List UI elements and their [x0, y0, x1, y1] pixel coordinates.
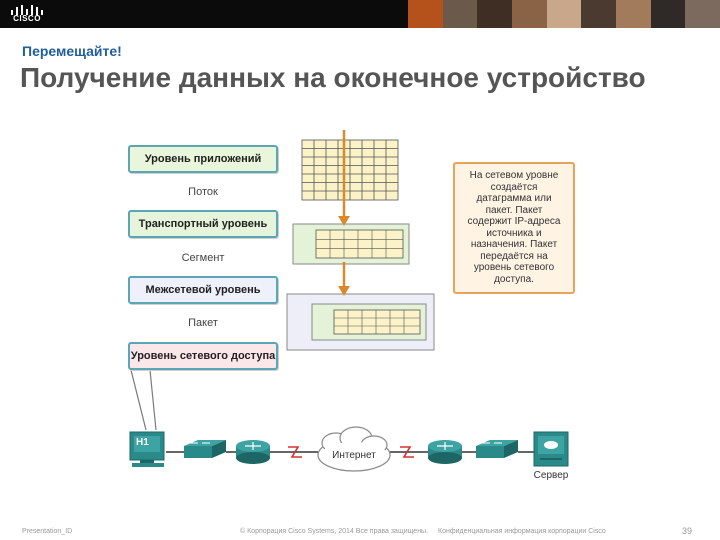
footer-confidential: Конфиденциальная информация корпорации C… [438, 528, 606, 535]
banner-photo [546, 0, 582, 28]
pdu-label-segment: Сегмент [181, 252, 225, 264]
banner-photo [477, 0, 513, 28]
switch-icon [184, 440, 226, 458]
flow-arrow [338, 130, 350, 296]
banner-photo [408, 0, 443, 28]
wan-serial-icon [288, 446, 414, 458]
router-icon [428, 440, 462, 464]
layer-label: Уровень приложений [144, 153, 262, 165]
banner-photo [616, 0, 651, 28]
layer-transport: Транспортный уровень [128, 210, 278, 238]
top-banner: CISCO [0, 0, 720, 28]
banner-photos [408, 0, 720, 28]
layer-label: Транспортный уровень [138, 218, 268, 230]
pdu-label-stream: Поток [188, 186, 218, 198]
router-icon [236, 440, 270, 464]
layer-internet: Межсетевой уровень [128, 276, 278, 304]
banner-photo [442, 0, 478, 28]
data-stream-grid [301, 139, 399, 201]
layer-application: Уровень приложений [128, 145, 278, 173]
layer-label: Уровень сетевого доступа [130, 350, 276, 362]
logo-text: CISCO [13, 14, 41, 23]
footer-copyright: © Корпорация Cisco Systems, 2014 Все пра… [240, 528, 429, 535]
layer-label: Межсетевой уровень [145, 284, 261, 296]
slide-title: Получение данных на оконечное устройство [20, 62, 646, 93]
cisco-logo: CISCO [8, 4, 46, 24]
server-icon [533, 431, 569, 467]
banner-photo [581, 0, 617, 28]
internet-label: Интернет [332, 450, 376, 461]
footer-presentation-id: Presentation_ID [22, 528, 73, 535]
page-number: 39 [682, 526, 693, 536]
internet-cloud-icon [317, 426, 391, 472]
layer-network-access: Уровень сетевого доступа [128, 342, 278, 370]
host-label: H1 [136, 437, 149, 448]
slide-subtitle: Перемещайте! [22, 43, 122, 59]
pdu-label-packet: Пакет [188, 317, 218, 329]
segment-pdu [292, 223, 410, 265]
banner-photo [512, 0, 547, 28]
host-link-line [130, 369, 157, 431]
banner-photo [685, 0, 720, 28]
banner-photo [650, 0, 686, 28]
host-pc-icon [129, 431, 165, 467]
switch-icon [476, 440, 518, 458]
explanation-note: На сетевом уровне создаётся датаграмма и… [453, 162, 575, 294]
packet-pdu [286, 293, 435, 351]
server-label: Сервер [533, 470, 569, 481]
